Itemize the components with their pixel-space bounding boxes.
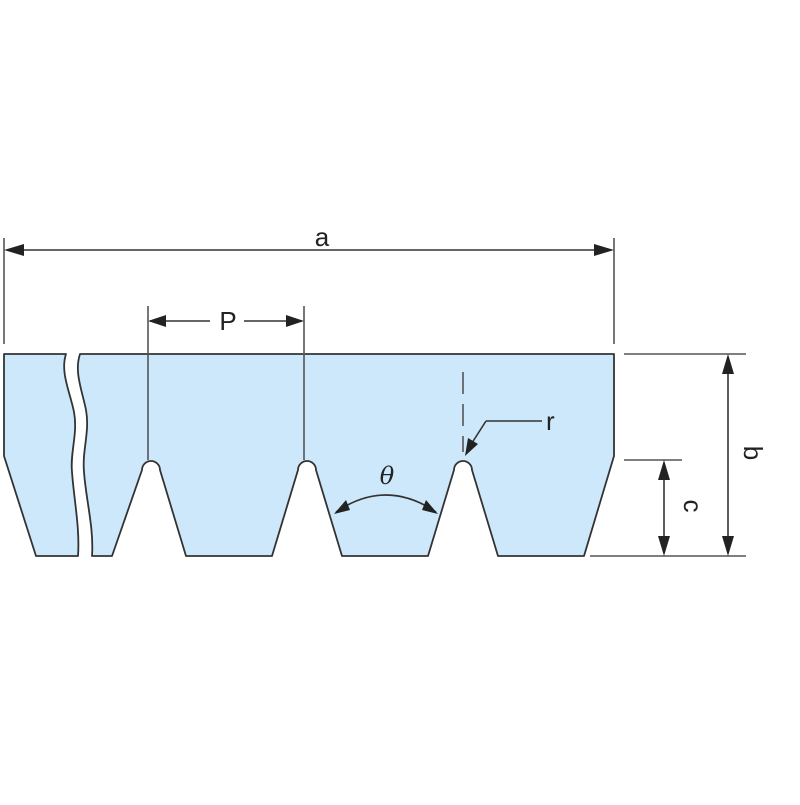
dimension-a: a [3,222,615,344]
label-pitch: P [219,306,236,336]
dimension-c: c [624,459,708,556]
label-r: r [546,406,555,436]
dimension-radius: r [462,372,555,456]
label-theta: θ [380,462,395,490]
belt-fragment-left [3,353,80,557]
label-b: b [738,446,768,460]
label-a: a [315,222,330,252]
belt-main-body [76,353,615,557]
dimension-theta: θ [334,462,438,514]
dimension-pitch: P [147,306,305,460]
dimension-b: b [590,353,768,557]
label-c: c [678,500,708,513]
